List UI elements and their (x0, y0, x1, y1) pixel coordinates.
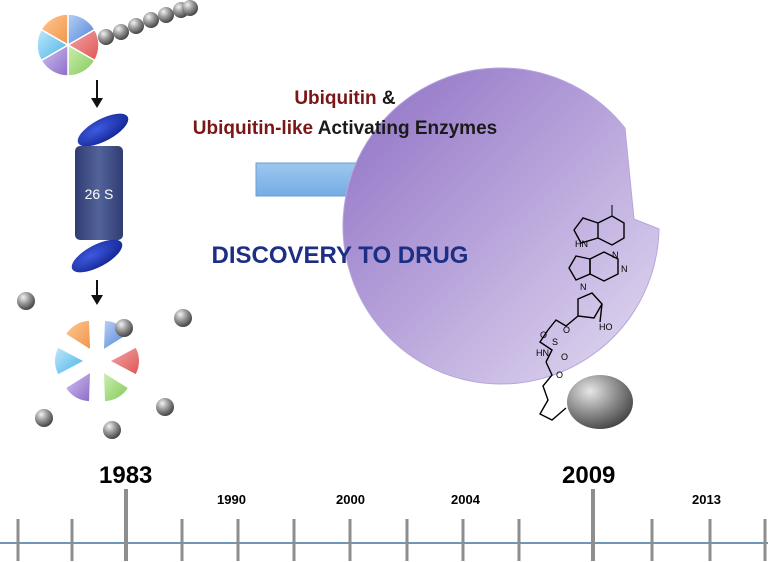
ubiquitin-bead (143, 12, 159, 28)
year-1990: 1990 (217, 492, 246, 507)
free-ubiquitin-ball (17, 292, 35, 310)
ubiquitinated-protein-icon (36, 0, 198, 77)
svg-text:N: N (621, 264, 628, 274)
free-ubiquitin-ball (156, 398, 174, 416)
ubiquitin-bead (182, 0, 198, 16)
activating-enzymes-text: Activating Enzymes (317, 118, 498, 139)
free-ubiquitin-ball (115, 319, 133, 337)
year-1983: 1983 (99, 462, 153, 489)
headline: DISCOVERY TO DRUG (211, 242, 469, 269)
drug-molecule-icon (539, 205, 625, 421)
svg-text:O: O (540, 330, 547, 340)
svg-text:O: O (556, 370, 563, 380)
down-arrow-icon (91, 280, 103, 305)
proteasome-label: 26 S (84, 186, 114, 202)
free-ubiquitin-ball (103, 421, 121, 439)
free-ubiquitin-ball (174, 309, 192, 327)
drug-molecule-labels: HN N N N HO O O S HN O O (536, 239, 628, 380)
peptide-fragment (111, 347, 139, 375)
timeline (0, 489, 768, 561)
ubiquitin-bead (158, 7, 174, 23)
ampersand: & (381, 88, 396, 109)
pie-slice (67, 13, 96, 47)
svg-text:HN: HN (536, 348, 549, 358)
ubiquitin-like-word: Ubiquitin-like (192, 118, 314, 139)
year-2004: 2004 (451, 492, 480, 507)
peptide-fragment (66, 373, 90, 402)
svg-text:HO: HO (599, 322, 613, 332)
down-arrow-icon (91, 80, 103, 108)
title-line-2: Ubiquitin-like Activating Enzymes (115, 118, 575, 140)
year-2013: 2013 (692, 492, 721, 507)
pac-man-enzyme-icon (342, 67, 660, 385)
svg-text:S: S (552, 337, 558, 347)
year-2000: 2000 (336, 492, 365, 507)
svg-text:O: O (561, 352, 568, 362)
proteasome-icon (71, 113, 129, 273)
svg-text:O: O (563, 325, 570, 335)
svg-text:N: N (580, 282, 587, 292)
peptide-fragment (55, 347, 83, 375)
year-2009: 2009 (562, 462, 616, 489)
ubiquitin-ball-icon (567, 375, 633, 429)
peptide-fragment (104, 373, 128, 402)
svg-text:HN: HN (575, 239, 588, 249)
ubiquitin-bead (128, 18, 144, 34)
ubiquitin-bead (98, 29, 114, 45)
peptide-fragments-icon (17, 292, 192, 439)
svg-text:N: N (612, 250, 619, 260)
title-line-1: Ubiquitin & (115, 88, 575, 110)
ubiquitin-word: Ubiquitin (294, 88, 377, 109)
ubiquitin-bead (113, 24, 129, 40)
peptide-fragment (66, 320, 90, 349)
free-ubiquitin-ball (35, 409, 53, 427)
